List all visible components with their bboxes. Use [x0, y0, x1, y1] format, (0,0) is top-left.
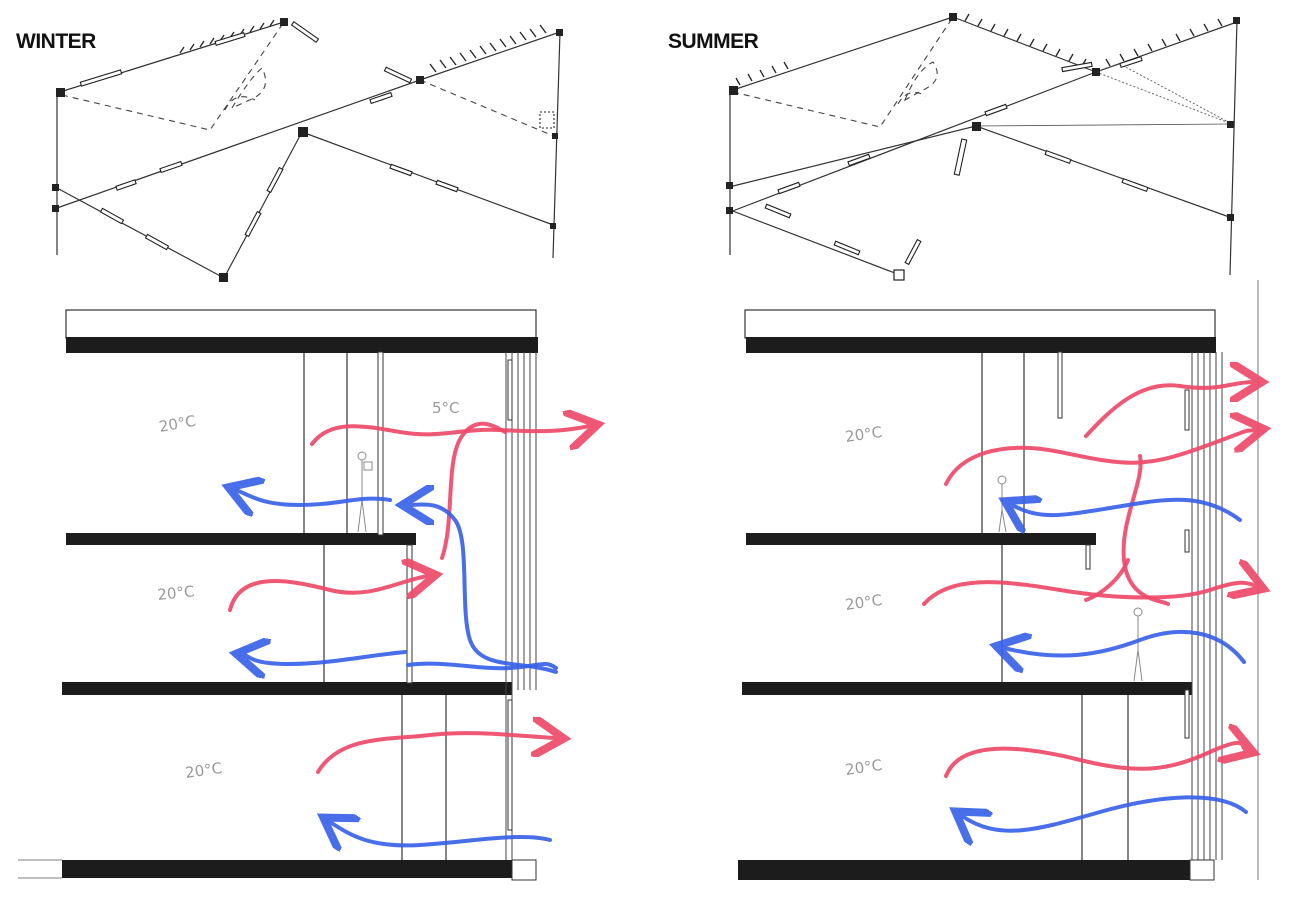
summer-cool-flow-middle: [1004, 629, 1246, 662]
summer-cool-flow-ground: [962, 795, 1248, 830]
winter-louvres: [79, 20, 555, 251]
winter-facade-fins: [505, 352, 537, 860]
winter-section: 20°C 5°C 20°C 20°C: [18, 309, 590, 881]
summer-facade-fins: [1184, 352, 1223, 860]
summer-roof-slab: [746, 337, 1216, 353]
winter-warm-flow-riser: [440, 421, 507, 560]
winter-temp-ground: 20°C: [184, 759, 223, 782]
winter-roof-hatch-left: [179, 19, 275, 54]
winter-plan: [52, 18, 563, 282]
summer-airflow: [922, 382, 1256, 831]
winter-temp-middle: 20°C: [157, 582, 196, 604]
winter-temp-top: 20°C: [158, 412, 198, 436]
summer-roof-hatch: [735, 13, 1223, 86]
winter-roof-slab: [66, 337, 538, 353]
winter-cool-flow-intake: [406, 661, 558, 671]
summer-warm-flow-middle: [922, 582, 1256, 606]
summer-temp-middle: 20°C: [844, 591, 883, 614]
summer-ground-slab: [738, 860, 1190, 880]
summer-warm-flow-branch: [1084, 558, 1130, 602]
summer-louvres: [764, 56, 1149, 266]
winter-warm-flow-middle: [228, 576, 428, 612]
winter-warm-flow-ground: [316, 733, 556, 774]
winter-warm-flow-top: [310, 426, 590, 444]
summer-slab-1: [742, 682, 1192, 695]
summer-warm-flow-riser: [1121, 454, 1170, 606]
winter-cool-flow-top: [236, 490, 392, 505]
winter-cool-flow-riser: [410, 504, 558, 674]
winter-airflow: [230, 424, 590, 846]
summer-person-1: [997, 475, 1007, 533]
summer-warm-flow-top: [944, 430, 1256, 486]
winter-ground-slab: [62, 860, 512, 878]
summer-section: 20°C 20°C 20°C: [738, 280, 1258, 881]
summer-person-2: [1133, 607, 1143, 682]
summer-temp-ground: 20°C: [844, 756, 883, 779]
summer-temp-top: 20°C: [844, 423, 883, 446]
summer-title: SUMMER: [668, 30, 759, 53]
summer-warm-flow-ground: [944, 743, 1246, 778]
summer-cool-flow-top: [1012, 500, 1242, 520]
summer-warm-flow-upper: [1084, 382, 1254, 438]
winter-person: [357, 451, 373, 533]
winter-temp-buffer: 5°C: [432, 399, 460, 417]
summer-slab-2: [746, 533, 1096, 545]
winter-slab-1: [62, 682, 512, 695]
winter-cool-flow-ground: [330, 822, 552, 845]
winter-title: WINTER: [16, 30, 96, 53]
winter-slab-2: [66, 533, 416, 545]
winter-cool-flow-middle: [244, 652, 407, 664]
winter-roof-hatch-right: [429, 24, 547, 73]
summer-plan: [726, 13, 1240, 281]
